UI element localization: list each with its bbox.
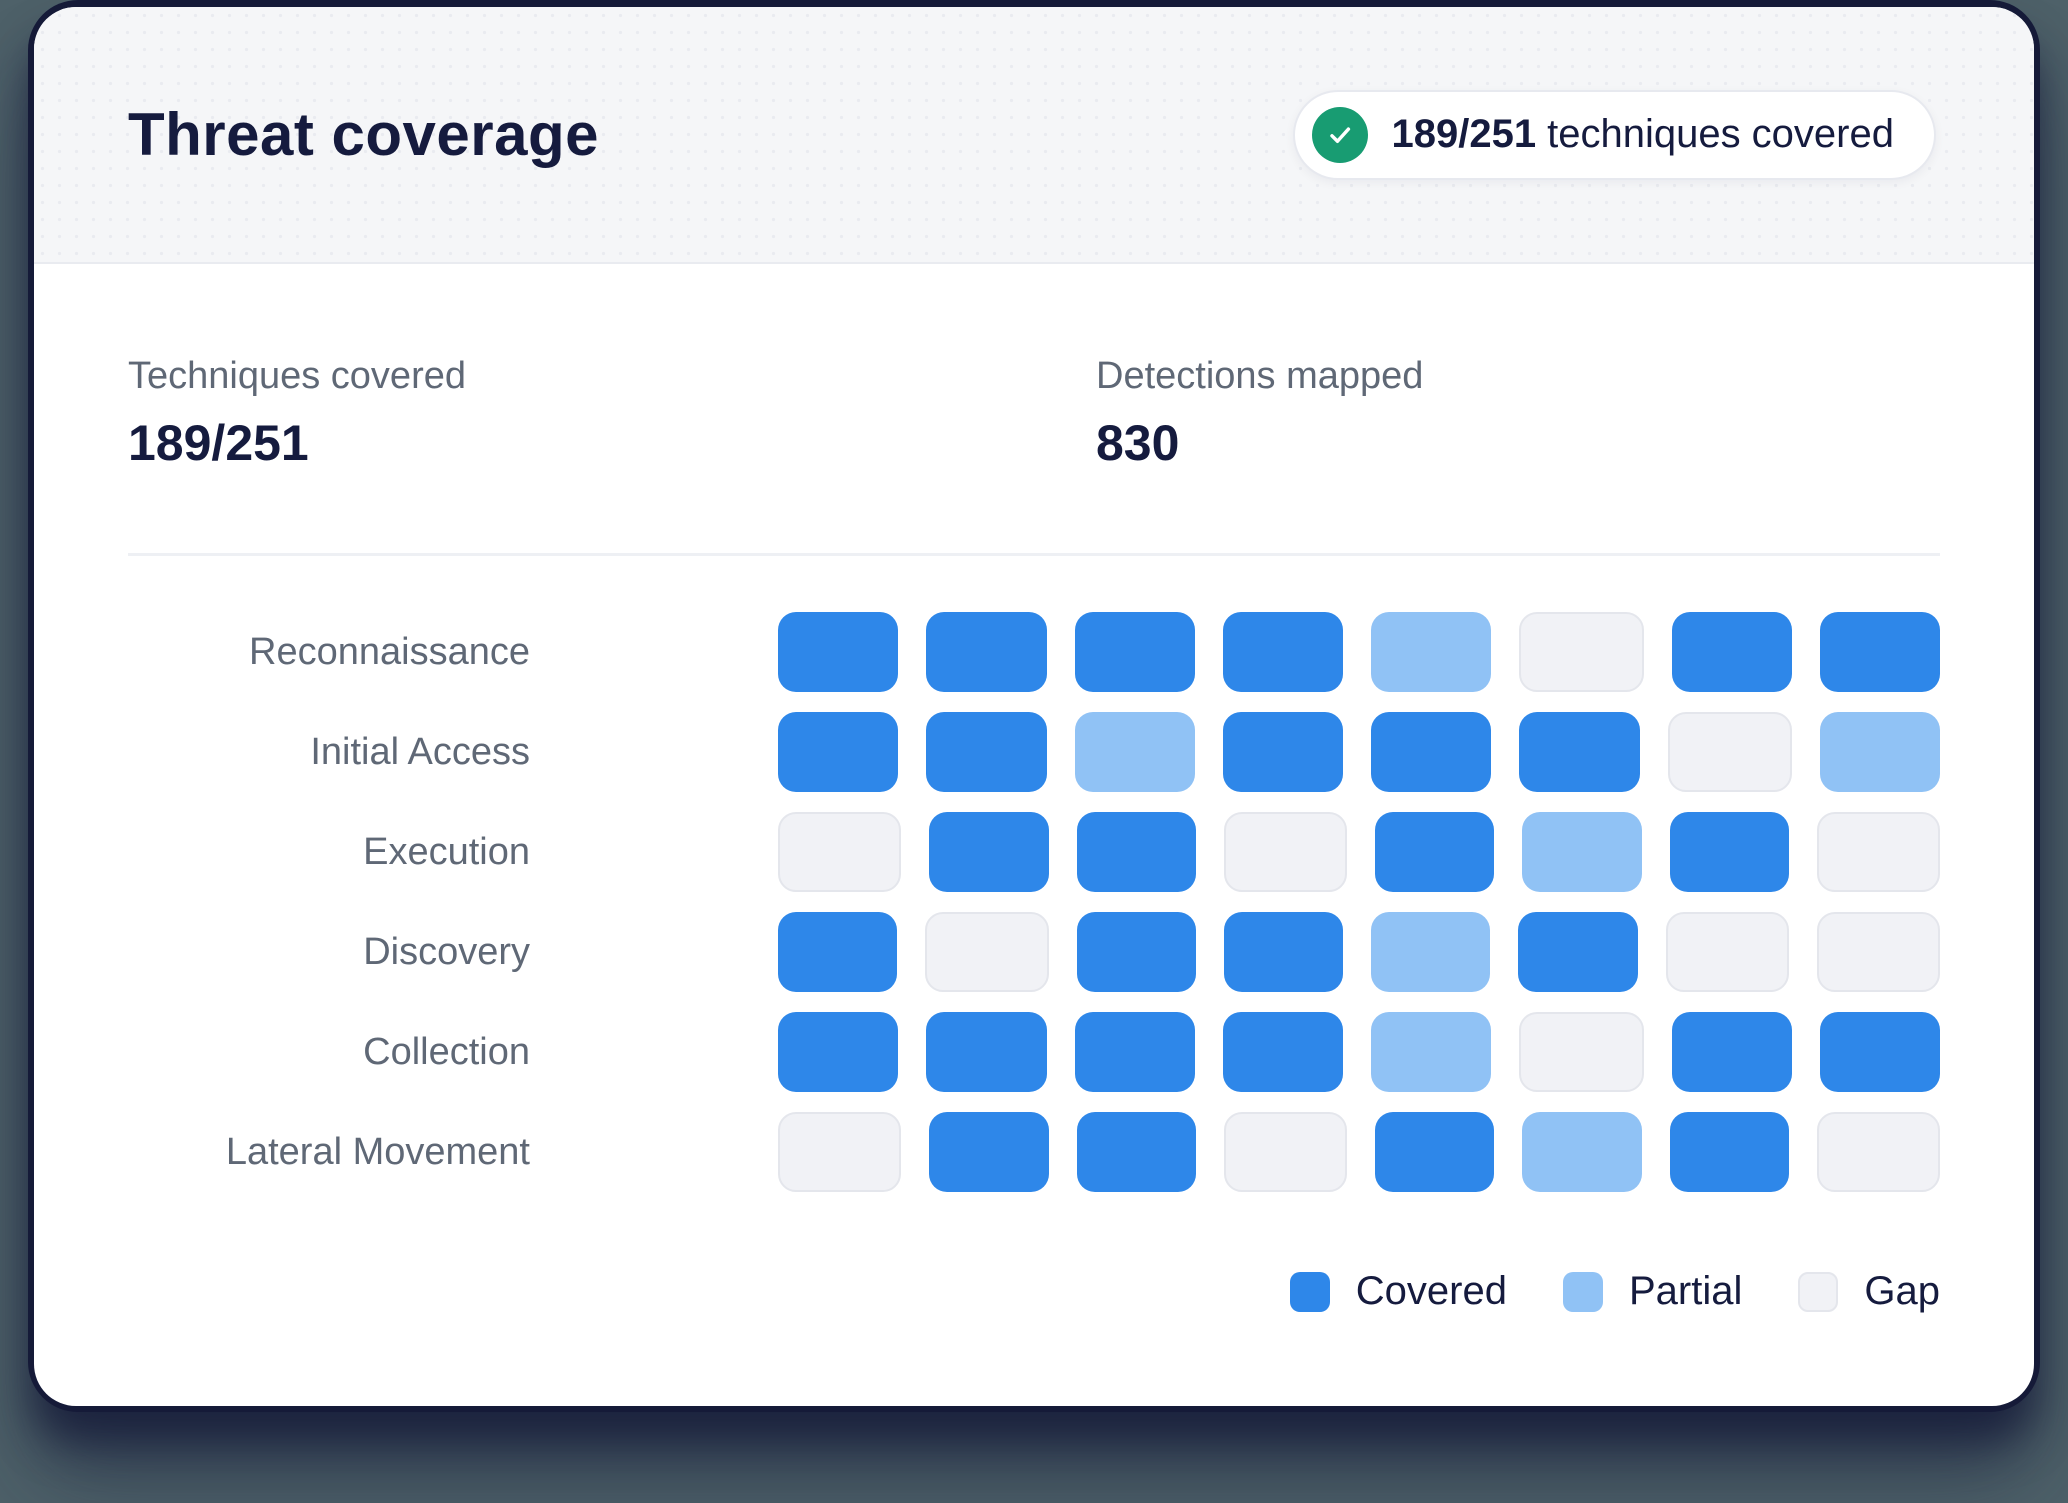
legend-swatch-covered xyxy=(1289,1271,1330,1312)
heatmap-cell-gap[interactable] xyxy=(778,812,902,892)
heatmap-cell-covered[interactable] xyxy=(926,712,1047,792)
heatmap-row-cells xyxy=(778,1012,1940,1092)
heatmap-cell-covered[interactable] xyxy=(926,1012,1047,1092)
row-label-discovery: Discovery xyxy=(363,930,530,973)
heatmap-cell-covered[interactable] xyxy=(1375,812,1495,892)
heatmap-cell-covered[interactable] xyxy=(1222,712,1343,792)
heatmap-cell-gap[interactable] xyxy=(1816,1112,1940,1192)
heatmap-cell-covered[interactable] xyxy=(1371,712,1492,792)
legend-label: Gap xyxy=(1864,1269,1940,1313)
heatmap-cell-partial[interactable] xyxy=(1371,612,1492,692)
coverage-status-badge: 189/251 techniques covered xyxy=(1292,89,1936,180)
heatmap-cell-covered[interactable] xyxy=(1076,1112,1196,1192)
stat-label: Detections mapped xyxy=(1096,355,1424,397)
heatmap-row-reconnaissance: Reconnaissance xyxy=(34,612,2034,692)
heatmap-cell-gap[interactable] xyxy=(1519,612,1644,692)
heatmap-cell-covered[interactable] xyxy=(1671,612,1792,692)
row-label-initial-access: Initial Access xyxy=(310,730,530,773)
heatmap-cell-partial[interactable] xyxy=(1074,712,1195,792)
legend-label: Covered xyxy=(1355,1269,1507,1313)
stat-label: Techniques covered xyxy=(128,355,466,397)
heatmap-cell-covered[interactable] xyxy=(1076,912,1196,992)
legend-item-partial: Partial xyxy=(1563,1269,1742,1314)
heatmap-cell-gap[interactable] xyxy=(1519,1012,1644,1092)
heatmap-cell-partial[interactable] xyxy=(1522,812,1642,892)
heatmap-cell-covered[interactable] xyxy=(1669,1112,1789,1192)
heatmap-cell-partial[interactable] xyxy=(1522,1112,1642,1192)
heatmap-cell-covered[interactable] xyxy=(778,712,899,792)
heatmap-cell-covered[interactable] xyxy=(1519,712,1640,792)
heatmap-cell-covered[interactable] xyxy=(1223,912,1343,992)
legend-swatch-gap xyxy=(1798,1271,1839,1312)
heatmap-cell-covered[interactable] xyxy=(778,612,899,692)
card-shadow-frame: Threat coverage 189/251 techniques cover… xyxy=(28,0,2040,1412)
check-icon xyxy=(1311,106,1368,163)
heatmap-row-cells xyxy=(778,612,1940,692)
heatmap-cell-gap[interactable] xyxy=(778,1112,902,1192)
legend-item-covered: Covered xyxy=(1289,1269,1507,1314)
heatmap-cell-gap[interactable] xyxy=(1667,712,1792,792)
heatmap-cell-gap[interactable] xyxy=(1665,912,1789,992)
card-header: Threat coverage 189/251 techniques cover… xyxy=(34,7,2034,264)
row-label-execution: Execution xyxy=(363,830,530,873)
page-title: Threat coverage xyxy=(128,101,600,168)
heatmap-cell-covered[interactable] xyxy=(1076,812,1196,892)
legend: Covered Partial Gap xyxy=(1289,1269,1940,1314)
heatmap-row-collection: Collection xyxy=(34,1012,2034,1092)
heatmap-row-lateral-movement: Lateral Movement xyxy=(34,1112,2034,1192)
row-label-collection: Collection xyxy=(363,1030,530,1073)
row-label-reconnaissance: Reconnaissance xyxy=(249,630,530,673)
stat-detections-mapped: Detections mapped 830 xyxy=(1096,355,2034,472)
heatmap-row-cells xyxy=(778,912,1940,992)
heatmap-cell-covered[interactable] xyxy=(778,912,898,992)
heatmap-cell-gap[interactable] xyxy=(1816,912,1940,992)
heatmap-cell-covered[interactable] xyxy=(1074,1012,1195,1092)
legend-label: Partial xyxy=(1629,1269,1743,1313)
heatmap-row-discovery: Discovery xyxy=(34,912,2034,992)
heatmap-cell-covered[interactable] xyxy=(929,1112,1049,1192)
heatmap-cell-partial[interactable] xyxy=(1819,712,1940,792)
heatmap-cell-partial[interactable] xyxy=(1371,912,1491,992)
threat-coverage-card: Threat coverage 189/251 techniques cover… xyxy=(34,7,2034,1406)
heatmap-cell-covered[interactable] xyxy=(1669,812,1789,892)
heatmap-row-execution: Execution xyxy=(34,812,2034,892)
heatmap-row-cells xyxy=(778,1112,1940,1192)
stat-value: 189/251 xyxy=(128,415,309,471)
divider xyxy=(128,553,1940,556)
row-label-lateral-movement: Lateral Movement xyxy=(225,1130,530,1173)
heatmap-cell-covered[interactable] xyxy=(1375,1112,1495,1192)
badge-label: techniques covered xyxy=(1547,112,1894,156)
stats-row: Techniques covered 189/251 Detections ma… xyxy=(128,355,2034,472)
heatmap-cell-covered[interactable] xyxy=(1518,912,1638,992)
heatmap-cell-covered[interactable] xyxy=(1819,612,1940,692)
legend-swatch-partial xyxy=(1563,1271,1603,1312)
heatmap-row-initial-access: Initial Access xyxy=(34,712,2034,792)
stat-techniques-covered: Techniques covered 189/251 xyxy=(128,355,1096,472)
heatmap-row-cells xyxy=(778,812,1940,892)
badge-value: 189/251 xyxy=(1391,112,1537,156)
heatmap-cell-covered[interactable] xyxy=(778,1012,899,1092)
heatmap-cell-covered[interactable] xyxy=(1074,612,1195,692)
heatmap-cell-gap[interactable] xyxy=(925,912,1049,992)
legend-item-gap: Gap xyxy=(1798,1269,1940,1314)
stat-value: 830 xyxy=(1096,415,1180,471)
heatmap-cell-partial[interactable] xyxy=(1371,1012,1492,1092)
heatmap-cell-covered[interactable] xyxy=(1222,612,1343,692)
heatmap-cell-covered[interactable] xyxy=(1671,1012,1792,1092)
heatmap-cell-covered[interactable] xyxy=(1222,1012,1343,1092)
heatmap-cell-gap[interactable] xyxy=(1223,1112,1347,1192)
heatmap-cell-covered[interactable] xyxy=(1819,1012,1940,1092)
heatmap-row-cells xyxy=(778,712,1940,792)
heatmap-cell-gap[interactable] xyxy=(1223,812,1347,892)
heatmap-cell-covered[interactable] xyxy=(926,612,1047,692)
heatmap-cell-covered[interactable] xyxy=(929,812,1049,892)
heatmap-cell-gap[interactable] xyxy=(1816,812,1940,892)
badge-text: 189/251 techniques covered xyxy=(1392,112,1895,157)
